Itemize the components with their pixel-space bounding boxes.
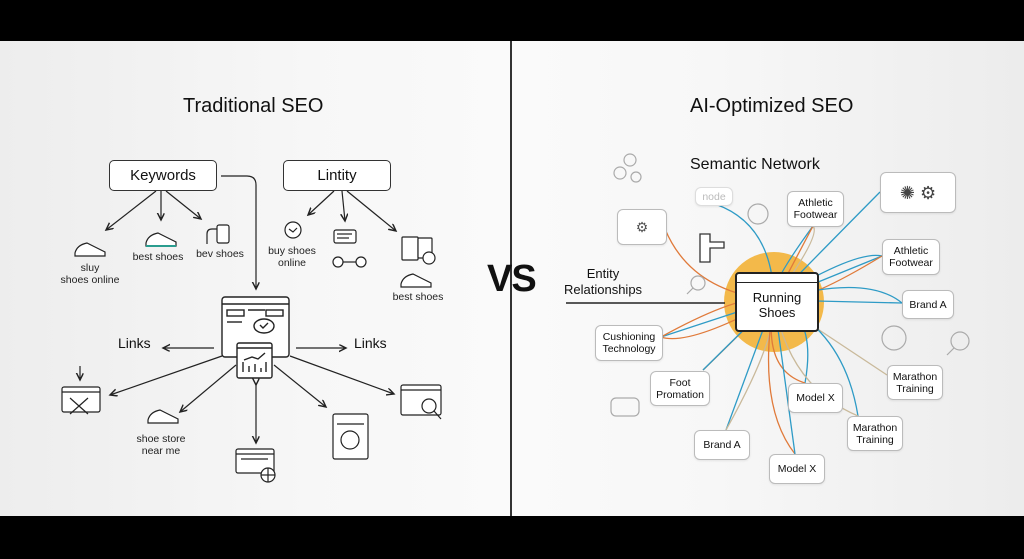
cluster-icon: ⚙ <box>635 219 649 235</box>
web-globe-icon <box>235 448 275 474</box>
device-icon <box>216 224 230 244</box>
node-brand-a-bottom: Brand A <box>694 430 750 460</box>
hub-label: Running Shoes <box>752 290 802 320</box>
sneaker-icon <box>400 273 432 288</box>
arrow-to-broken-page <box>110 355 223 395</box>
node-brand-a-right: Brand A <box>902 290 954 319</box>
sneaker-icon <box>74 242 106 257</box>
panel-divider <box>510 41 512 516</box>
arrow-lintity-1 <box>308 190 335 215</box>
node-athletic-footwear-right: Athletic Footwear <box>882 239 940 275</box>
keyword-label-2: best shoes <box>132 251 184 263</box>
cluster-icon-node: ⚙ <box>617 209 667 245</box>
links-left-label: Links <box>118 335 151 351</box>
node-marathon-training-mid: Marathon Training <box>847 416 903 451</box>
arrow-keywords-1 <box>106 190 157 230</box>
arrow-keywords-to-page <box>221 175 256 289</box>
lintity-label-1: buy shoes online <box>268 245 316 269</box>
broken-page-icon <box>61 386 101 413</box>
network-faint-icon <box>623 153 637 167</box>
sneaker-icon <box>147 409 179 424</box>
keyword-label-3: bev shoes <box>196 248 244 260</box>
bike-faint-icon <box>610 397 640 417</box>
hub-window-bar <box>737 274 817 283</box>
links-right-label: Links <box>354 335 387 351</box>
node-model-x-mid: Model X <box>788 383 843 413</box>
arrow-lintity-3 <box>346 190 396 231</box>
search-target-faint-icon <box>950 331 970 351</box>
shoe-store-label: shoe store near me <box>136 433 186 457</box>
search-faint-icon <box>690 275 706 291</box>
node-model-x-bottom: Model X <box>769 454 825 484</box>
web-page-icon <box>221 296 290 358</box>
ai-gear-faint-icon <box>747 203 769 225</box>
traditional-seo-title: Traditional SEO <box>183 95 324 117</box>
arrow-keywords-3 <box>165 190 201 219</box>
ai-seo-title: AI-Optimized SEO <box>690 95 854 117</box>
hub-running-shoes: Running Shoes <box>735 272 819 332</box>
node-foot-promation: Foot Promation <box>650 371 710 406</box>
arrow-to-page-circle <box>273 364 326 407</box>
signpost-icon <box>699 233 725 263</box>
check-badge-icon <box>284 221 302 239</box>
faint-node: node <box>695 187 733 206</box>
arrow-lintity-2 <box>342 190 345 221</box>
node-marathon-training-right: Marathon Training <box>887 365 943 400</box>
keywords-box: Keywords <box>109 160 217 191</box>
cycle-faint-icon <box>881 325 907 351</box>
lintity-box: Lintity <box>283 160 391 191</box>
vs-label: VS <box>487 258 537 300</box>
chat-slider-icon <box>333 229 357 244</box>
keyword-label-1: sluy shoes online <box>60 262 120 286</box>
network-icon-node: ✺ ⚙ <box>880 172 956 213</box>
entity-relationships-label: Entity Relationships <box>564 266 643 297</box>
node-cushioning-technology: Cushioning Technology <box>595 325 663 361</box>
arrow-to-page-search <box>289 355 394 394</box>
semantic-network-subtitle: Semantic Network <box>690 156 820 173</box>
analytics-chart-icon <box>236 342 273 379</box>
network-hub-icon: ✺ ⚙ <box>899 182 937 203</box>
lintity-label-3: best shoes <box>392 291 444 303</box>
sneaker-icon <box>145 232 177 247</box>
node-athletic-footwear-top: Athletic Footwear <box>787 191 844 227</box>
arrow-to-shoe-store <box>180 364 237 412</box>
